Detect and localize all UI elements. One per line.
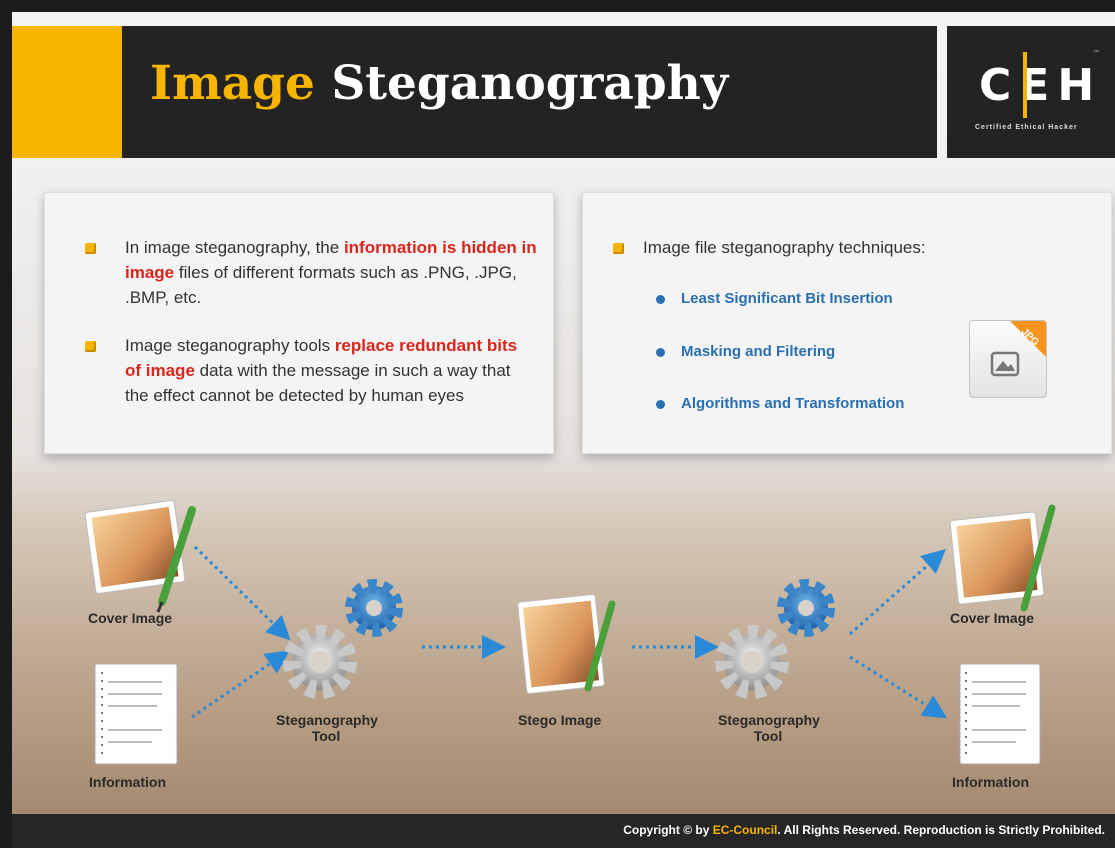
technique-item: Least Significant Bit Insertion [681,290,893,307]
tool1-label: Steganography Tool [276,712,378,744]
sub-bullet-icon [656,400,665,409]
tool2-label: Steganography Tool [718,712,820,744]
arrow-icon [849,549,946,636]
title-rest: Steganography [331,56,729,111]
slide: Image Steganography CEH Certified Ethica… [12,12,1115,848]
arrow-icon [849,655,948,719]
bullet-icon [613,243,624,254]
gear-icon [283,579,403,699]
cover-image-output-icon [949,504,1056,612]
accent-block [12,26,122,158]
title-bar [122,26,937,158]
bullet1-pre: In image steganography, the [125,238,344,257]
bullet2-pre: Image steganography tools [125,336,335,355]
footer: Copyright © by EC-Council. All Rights Re… [12,814,1115,848]
techniques-heading: Image file steganography techniques: [643,238,926,257]
copyright-text: Copyright © by EC-Council. All Rights Re… [623,823,1105,837]
information-input-icon [94,663,178,765]
arrow-icon [191,650,290,719]
jpg-file-icon: JPG [969,320,1047,398]
bullet1-highlight: information is hidden in image [125,238,537,282]
description-panel: In image steganography, the information … [44,192,554,454]
bullet2-post: data with the message in such a way that… [125,361,511,405]
copyright-post: . All Rights Reserved. Reproduction is S… [777,823,1105,837]
technique-item: Masking and Filtering [681,343,836,360]
trademark-icon: ™ [1093,50,1099,56]
technique-item: Algorithms and Transformation [681,395,905,412]
cover-image-input-icon [84,500,196,613]
logo-letters: CEH [979,60,1103,111]
bullet-icon [85,341,96,352]
stego-image-label: Stego Image [518,712,602,728]
steganography-flow-diagram [84,500,1056,765]
bullet-text-1: In image steganography, the information … [125,235,537,310]
ec-council-brand: EC-Council [712,823,778,837]
bullet1-post: files of different formats such as .PNG,… [125,263,517,307]
sub-bullet-icon [656,295,665,304]
logo-tagline: Certified Ethical Hacker [975,124,1078,131]
logo-divider [1023,52,1027,118]
bullet-icon [85,243,96,254]
copyright-pre: Copyright © by [623,823,713,837]
information-output-label: Information [952,774,1029,790]
bullet-text-2: Image steganography tools replace redund… [125,333,525,408]
title-highlight: Image [150,56,315,111]
gear-icon [715,579,835,699]
cover-image-output-label: Cover Image [950,610,1035,626]
information-output-icon [959,663,1041,765]
arrow-icon [193,545,291,641]
ceh-logo: CEH Certified Ethical Hacker ™ [947,26,1115,158]
sub-bullet-icon [656,348,665,357]
page-title: Image Steganography [150,56,728,111]
cover-image-input-label: Cover Image [88,610,173,626]
information-input-label: Information [89,774,166,790]
stego-image-icon [517,593,616,695]
bullet2-highlight: replace redundant bits of image [125,336,518,380]
